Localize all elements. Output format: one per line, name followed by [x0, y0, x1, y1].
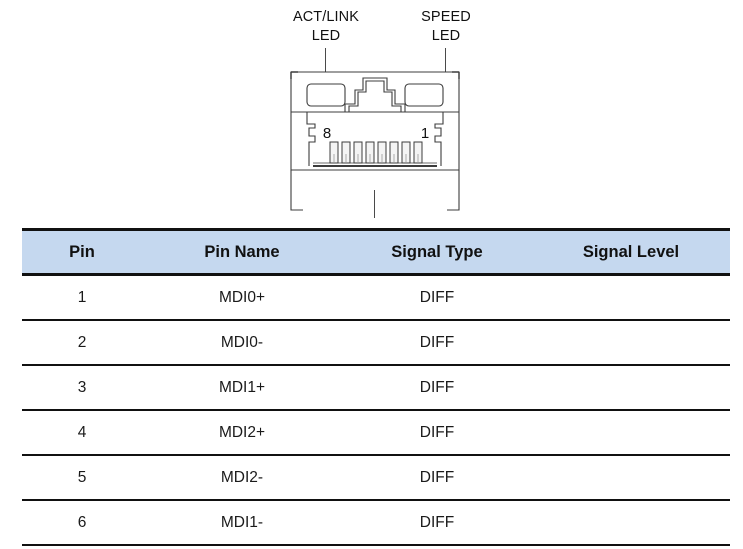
column-header-pin: Pin: [22, 228, 142, 276]
pin-number-left: 8: [323, 125, 331, 142]
cell-signal-type: DIFF: [342, 410, 532, 456]
cell-signal-type: DIFF: [342, 500, 532, 546]
cell-pin: 3: [22, 365, 142, 411]
column-header-pin-name: Pin Name: [142, 228, 342, 276]
act-link-led-label-line2: LED: [311, 28, 341, 44]
cell-pin: 1: [22, 274, 142, 321]
cell-signal-level: [532, 455, 730, 501]
cell-pin: 4: [22, 410, 142, 456]
column-header-signal-level: Signal Level: [532, 228, 730, 276]
rj45-connector-icon: 8 1: [290, 71, 460, 211]
cell-signal-type: DIFF: [342, 274, 532, 321]
cell-signal-level: [532, 365, 730, 411]
cell-pin: 5: [22, 455, 142, 501]
act-link-led-label: ACT/LINK LED: [268, 8, 384, 46]
table-header-row: Pin Pin Name Signal Type Signal Level: [22, 228, 730, 276]
cell-signal-level: [532, 274, 730, 321]
cell-pin: 2: [22, 320, 142, 366]
cell-signal-type: DIFF: [342, 365, 532, 411]
column-header-signal-type: Signal Type: [342, 228, 532, 276]
table-header: Pin Pin Name Signal Type Signal Level: [22, 228, 730, 276]
cell-pin-name: MDI2-: [142, 455, 342, 501]
cell-pin-name: MDI1-: [142, 500, 342, 546]
cell-pin-name: MDI2+: [142, 410, 342, 456]
cell-signal-type: DIFF: [342, 320, 532, 366]
speed-led-label: SPEED LED: [398, 8, 494, 46]
cell-signal-level: [532, 410, 730, 456]
cell-pin-name: MDI1+: [142, 365, 342, 411]
speed-led-label-line2: LED: [431, 28, 461, 44]
act-link-led-label-line1: ACT/LINK: [292, 9, 360, 25]
cell-pin-name: MDI0+: [142, 274, 342, 321]
cell-signal-level: [532, 320, 730, 366]
cell-signal-level: [532, 500, 730, 546]
pin-row-leader-line: [374, 190, 375, 218]
speed-led-label-line1: SPEED: [421, 9, 471, 25]
cell-pin: 6: [22, 500, 142, 546]
pin-number-right: 1: [421, 125, 429, 142]
connector-diagram: ACT/LINK LED SPEED LED: [0, 0, 743, 222]
cell-pin-name: MDI0-: [142, 320, 342, 366]
cell-signal-type: DIFF: [342, 455, 532, 501]
